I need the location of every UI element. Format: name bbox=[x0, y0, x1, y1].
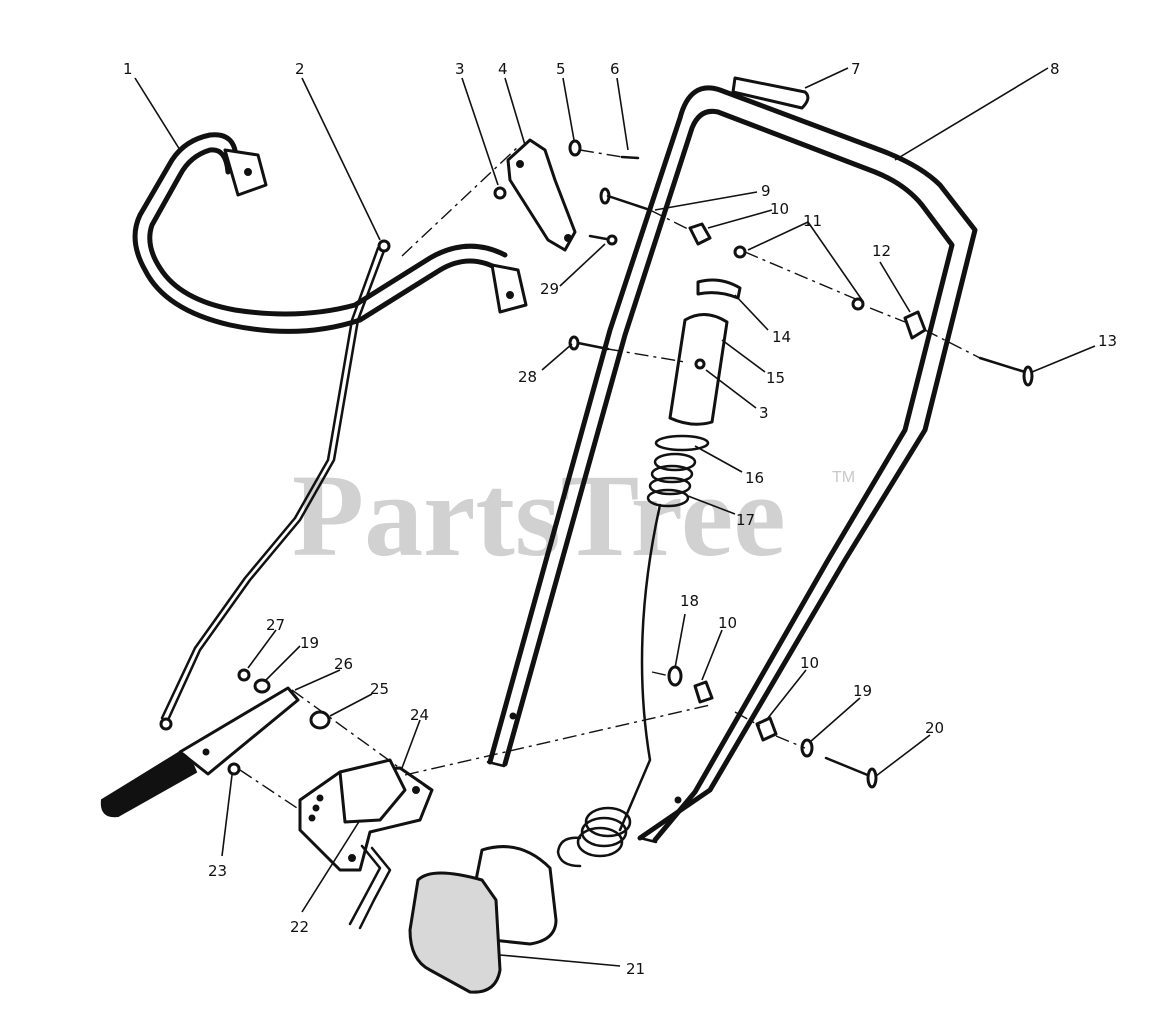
part-10-spacer-mid bbox=[693, 680, 714, 704]
callout-2: 2 bbox=[295, 60, 305, 78]
part-16-clip bbox=[654, 434, 710, 452]
part-19-washer-right bbox=[800, 738, 814, 758]
callout-5: 5 bbox=[556, 60, 566, 78]
cable-spring-end bbox=[556, 806, 632, 868]
callout-11: 11 bbox=[803, 212, 822, 230]
part-14-bushing bbox=[696, 278, 742, 300]
part-15-tube bbox=[668, 313, 729, 426]
callout-22: 22 bbox=[290, 918, 309, 936]
part-12-knob bbox=[903, 310, 927, 340]
part-23-nut bbox=[227, 762, 241, 776]
part-6-screw bbox=[620, 155, 640, 160]
callout-10b: 10 bbox=[718, 614, 737, 632]
part-28-screw bbox=[568, 335, 610, 351]
callout-19b: 19 bbox=[853, 682, 872, 700]
callout-14: 14 bbox=[772, 328, 791, 346]
callout-20: 20 bbox=[925, 719, 944, 737]
callout-16: 16 bbox=[745, 469, 764, 487]
callout-15: 15 bbox=[766, 369, 785, 387]
part-1-bail-bar bbox=[132, 132, 528, 334]
callout-26: 26 bbox=[334, 655, 353, 673]
callout-labels: 1 2 3 4 5 6 7 8 9 10 11 12 13 14 15 3 16… bbox=[123, 60, 1117, 978]
assembly-lines bbox=[239, 144, 981, 811]
callout-19a: 19 bbox=[300, 634, 319, 652]
part-7-handle-grip bbox=[731, 76, 810, 110]
part-13-bolt bbox=[978, 356, 1034, 387]
callout-10c: 10 bbox=[800, 654, 819, 672]
part-8-upper-handle bbox=[486, 85, 978, 844]
part-27-nut bbox=[237, 668, 251, 682]
callout-24: 24 bbox=[410, 706, 429, 724]
callout-4: 4 bbox=[498, 60, 508, 78]
part-10-spacer-low bbox=[755, 716, 778, 742]
callout-10a: 10 bbox=[770, 200, 789, 218]
part-9-bolt bbox=[599, 187, 652, 212]
callout-28: 28 bbox=[518, 368, 537, 386]
part-22-linkage-rod bbox=[348, 844, 392, 930]
part-19-washer-left bbox=[253, 678, 271, 694]
part-18-washer bbox=[667, 665, 683, 687]
callout-17: 17 bbox=[736, 511, 755, 529]
part-4-bracket bbox=[493, 138, 618, 252]
callout-3b: 3 bbox=[759, 404, 769, 422]
part-26-lever bbox=[100, 686, 300, 818]
callout-25: 25 bbox=[370, 680, 389, 698]
callout-9: 9 bbox=[761, 182, 771, 200]
callout-6: 6 bbox=[610, 60, 620, 78]
part-5-washer bbox=[568, 139, 582, 157]
callout-3a: 3 bbox=[455, 60, 465, 78]
control-cable bbox=[618, 503, 662, 832]
part-20-bolt bbox=[824, 756, 878, 789]
watermark-text: PartsTree bbox=[292, 450, 786, 581]
callout-1: 1 bbox=[123, 60, 133, 78]
part-17-spring bbox=[646, 452, 697, 508]
callout-7: 7 bbox=[851, 60, 861, 78]
callout-18: 18 bbox=[680, 592, 699, 610]
part-10-spacer-top bbox=[688, 222, 712, 246]
callout-8: 8 bbox=[1050, 60, 1060, 78]
callout-21: 21 bbox=[626, 960, 645, 978]
callout-23: 23 bbox=[208, 862, 227, 880]
part-24-control-bracket bbox=[298, 758, 434, 872]
part-21-filter bbox=[408, 845, 558, 994]
leader-lines bbox=[134, 67, 1096, 967]
callout-27: 27 bbox=[266, 616, 285, 634]
part-2-control-rod bbox=[159, 239, 391, 731]
watermark-trademark: TM bbox=[832, 469, 855, 486]
callout-12: 12 bbox=[872, 242, 891, 260]
callout-29: 29 bbox=[540, 280, 559, 298]
part-25-washer bbox=[309, 710, 331, 730]
callout-13: 13 bbox=[1098, 332, 1117, 350]
